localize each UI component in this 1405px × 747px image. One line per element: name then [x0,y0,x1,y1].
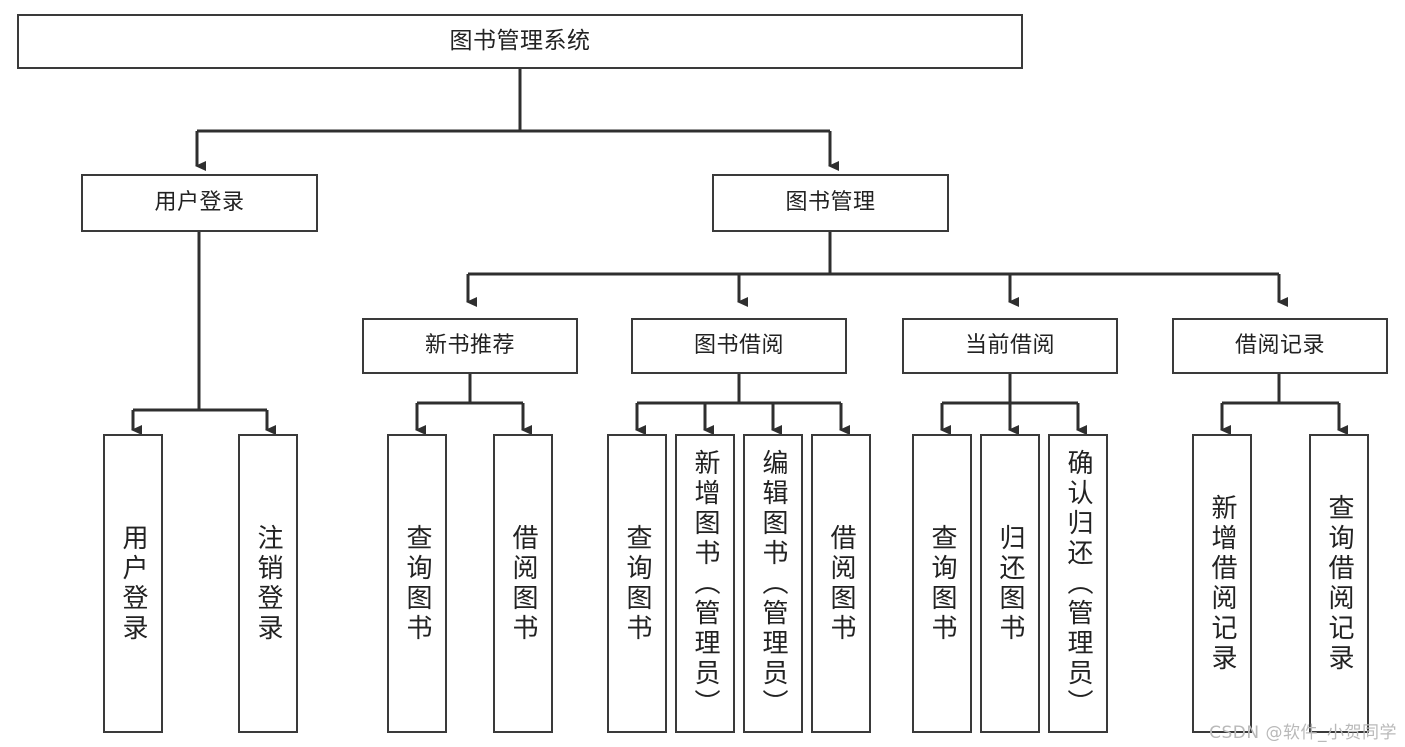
node-label: 查询图书 [402,523,432,644]
node-label: 查询借阅记录 [1324,493,1354,674]
node-label: 注销登录 [253,523,283,644]
node-book-management[interactable]: 图书管理 [712,174,949,232]
node-user-login[interactable]: 用户登录 [81,174,318,232]
node-label: 归还图书 [995,523,1025,644]
node-label: 当前借阅 [964,333,1055,359]
node-root-library-management-system[interactable]: 图书管理系统 [17,14,1023,69]
csdn-watermark: CSDN @软件_小贺同学 [1209,723,1397,743]
leaf-borrow-books-recommend[interactable]: 借阅图书 [493,434,553,733]
node-label: 用户登录 [118,523,148,644]
node-label: 借阅图书 [826,523,856,644]
leaf-query-books-current[interactable]: 查询图书 [912,434,972,733]
leaf-borrow-books[interactable]: 借阅图书 [811,434,871,733]
node-label: 借阅记录 [1234,333,1325,359]
node-borrow-records[interactable]: 借阅记录 [1172,318,1388,374]
leaf-edit-book-admin[interactable]: 编辑图书（管理员） [743,434,803,733]
node-label: 借阅图书 [508,523,538,644]
leaf-add-borrow-record[interactable]: 新增借阅记录 [1192,434,1252,733]
node-label: 确认归还（管理员） [1063,448,1093,719]
node-label: 图书管理系统 [449,27,591,54]
leaf-query-books-recommend[interactable]: 查询图书 [387,434,447,733]
node-current-borrowing[interactable]: 当前借阅 [902,318,1118,374]
node-label: 新增图书（管理员） [690,448,720,719]
leaf-confirm-return-admin[interactable]: 确认归还（管理员） [1048,434,1108,733]
node-label: 用户登录 [154,190,245,216]
leaf-user-login[interactable]: 用户登录 [103,434,163,733]
leaf-add-book-admin[interactable]: 新增图书（管理员） [675,434,735,733]
node-label: 图书管理 [785,190,876,216]
leaf-query-books-borrow[interactable]: 查询图书 [607,434,667,733]
node-label: 编辑图书（管理员） [758,448,788,719]
leaf-logout[interactable]: 注销登录 [238,434,298,733]
node-label: 查询图书 [622,523,652,644]
leaf-return-books[interactable]: 归还图书 [980,434,1040,733]
node-book-borrowing[interactable]: 图书借阅 [631,318,847,374]
node-label: 图书借阅 [693,333,784,359]
leaf-query-borrow-record[interactable]: 查询借阅记录 [1309,434,1369,733]
node-label: 新增借阅记录 [1207,493,1237,674]
node-new-book-recommendation[interactable]: 新书推荐 [362,318,578,374]
node-label: 查询图书 [927,523,957,644]
node-label: 新书推荐 [424,333,515,359]
